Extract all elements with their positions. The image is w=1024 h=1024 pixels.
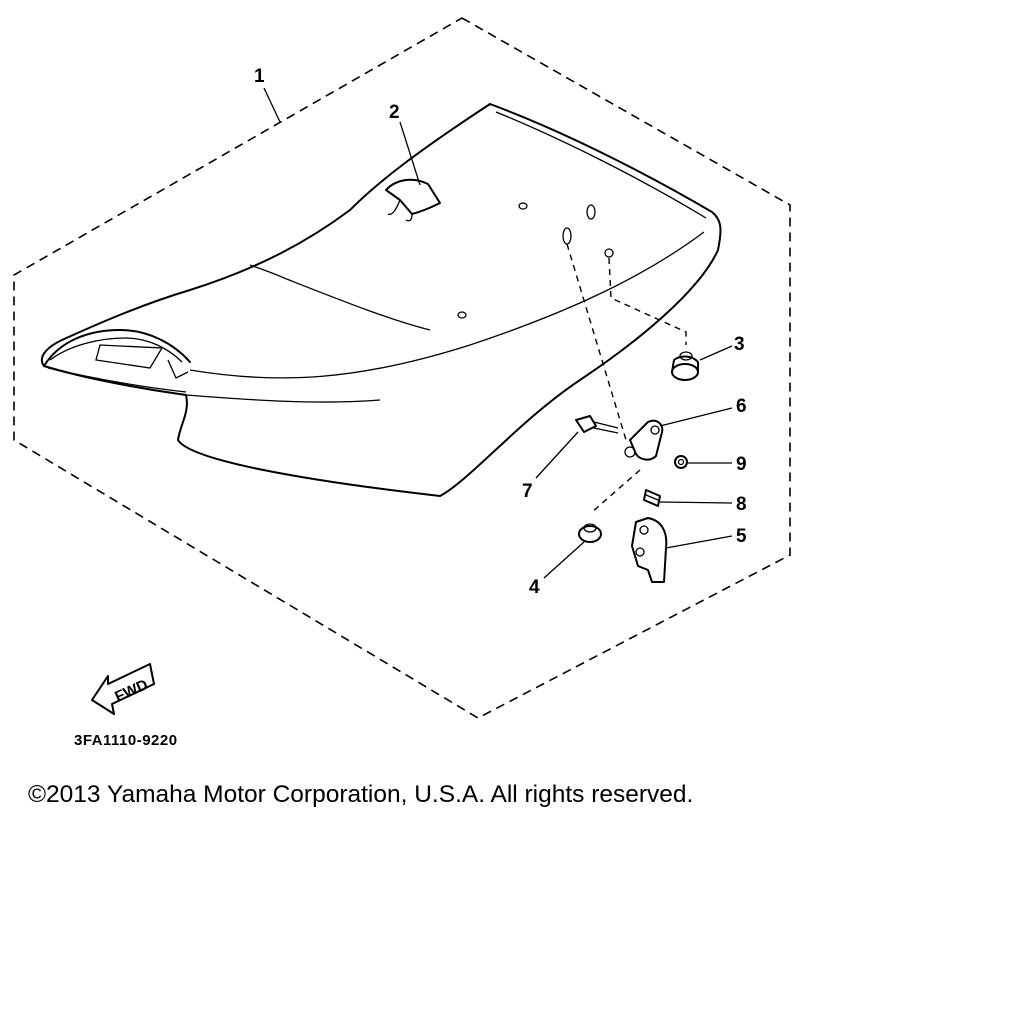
- hook-plate: [631, 517, 668, 583]
- callout-3: 3: [734, 334, 745, 355]
- leader-3-dashed: [608, 257, 687, 345]
- drawing-code: 3FA1110-9220: [74, 732, 178, 749]
- callout-1: 1: [254, 66, 265, 87]
- callout-8: 8: [736, 494, 747, 515]
- callout-9: 9: [736, 454, 747, 475]
- callout-2: 2: [389, 102, 400, 123]
- leader-5: [665, 535, 733, 549]
- leader-8: [659, 501, 733, 504]
- assembly-line: [566, 243, 627, 441]
- callout-4: 4: [529, 577, 540, 598]
- forward-arrow-icon: FWD: [91, 663, 155, 715]
- leader-4: [543, 541, 585, 579]
- fwd-label: FWD: [112, 676, 150, 705]
- leader-7: [535, 431, 579, 479]
- bolt: [575, 415, 619, 434]
- damper: [671, 351, 699, 381]
- grommet: [578, 523, 602, 543]
- seat-strap: [385, 178, 441, 222]
- assembly-line-lower: [591, 469, 641, 513]
- assembly-boundary: [13, 17, 791, 719]
- leader-1: [263, 87, 281, 123]
- seat: [40, 103, 722, 497]
- leader-2: [399, 121, 421, 186]
- callout-5: 5: [736, 526, 747, 547]
- nut: [674, 455, 688, 469]
- callout-6: 6: [736, 396, 747, 417]
- callout-7: 7: [522, 481, 533, 502]
- leader-3: [699, 345, 733, 361]
- copyright-notice: ©2013 Yamaha Motor Corporation, U.S.A. A…: [28, 781, 694, 808]
- spring-screw: [643, 489, 661, 507]
- leader-6: [659, 407, 733, 427]
- hook-bracket: [624, 419, 664, 461]
